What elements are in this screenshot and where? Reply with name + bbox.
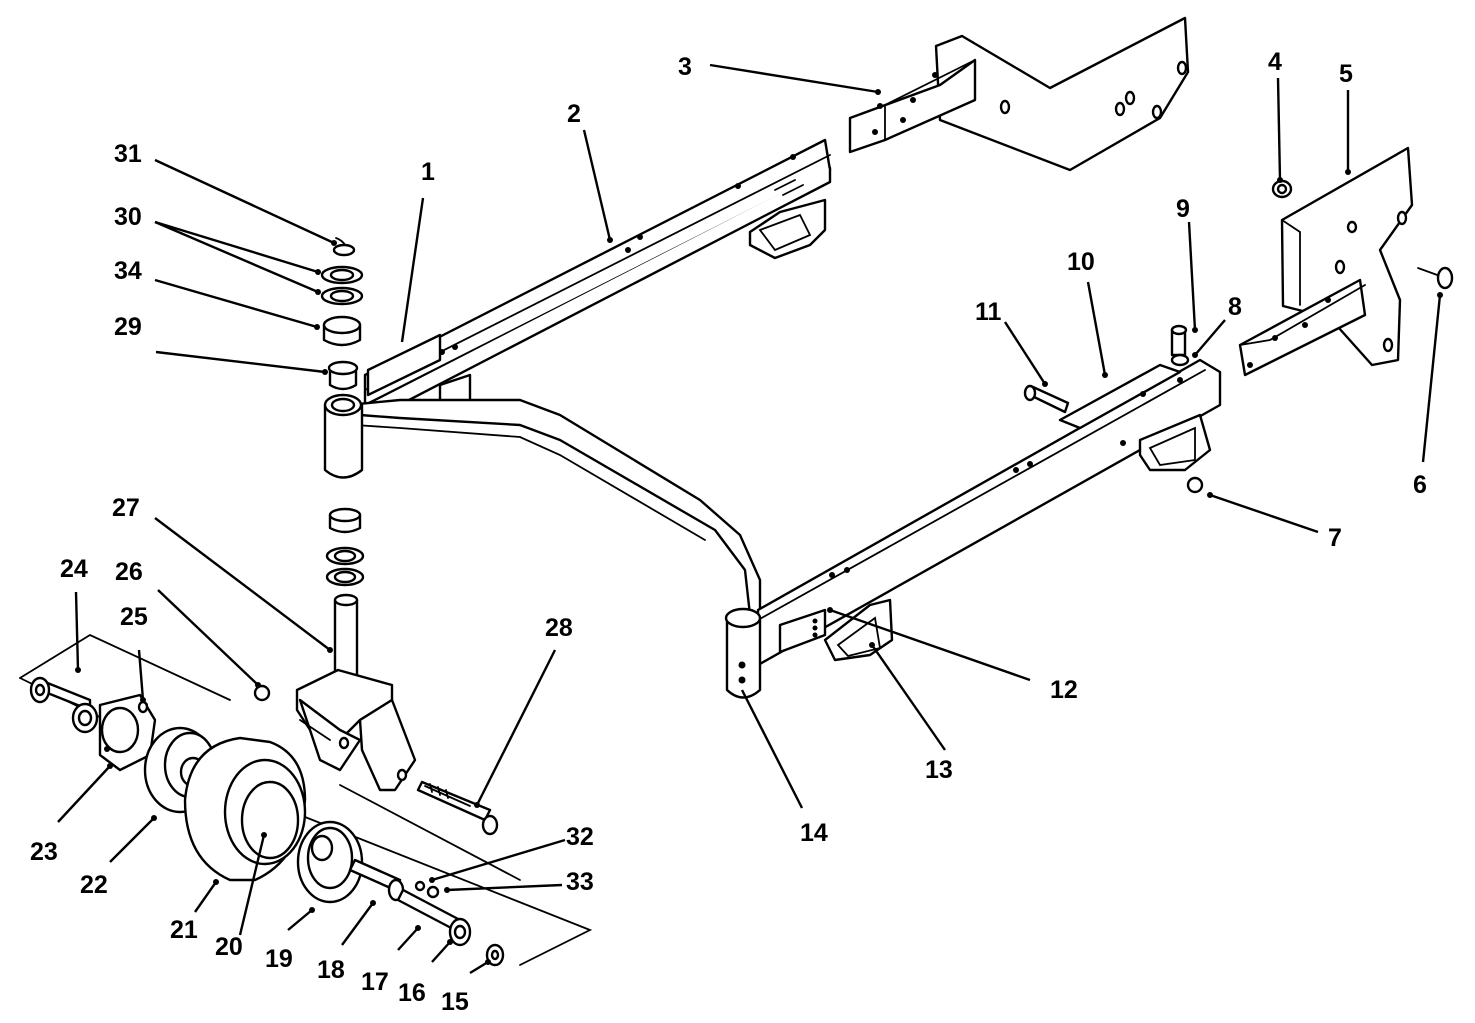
- callout-26: 26: [115, 558, 143, 586]
- callout-34: 34: [114, 257, 142, 285]
- callout-15: 15: [441, 988, 469, 1016]
- bolt-part-6: [1417, 266, 1454, 290]
- front-pivot-tube: [724, 607, 762, 699]
- callout-32: 32: [566, 823, 594, 851]
- callout-33: 33: [566, 868, 594, 896]
- right-mounting-bracket: [1238, 146, 1414, 377]
- main-frame-arm: [346, 398, 762, 620]
- wheel-rim-half-right: [296, 820, 364, 904]
- callout-8: 8: [1228, 293, 1242, 321]
- callout-13: 13: [925, 756, 953, 784]
- callout-21: 21: [170, 916, 198, 944]
- callout-24: 24: [60, 555, 88, 583]
- callout-4: 4: [1268, 48, 1282, 76]
- callout-1: 1: [421, 158, 435, 186]
- upper-bearing-stack: [320, 237, 364, 391]
- callout-20: 20: [215, 933, 243, 961]
- callout-17: 17: [361, 968, 389, 996]
- wheel-assembly-plane: [19, 633, 593, 966]
- tire: [183, 736, 307, 882]
- callout-9: 9: [1176, 195, 1190, 223]
- hardware-parts-7-to-11: [1023, 324, 1204, 494]
- callout-labels: 1 2 3 4 5 6 7 8 9 10 11 12 13 14 15 16 1…: [30, 48, 1427, 1016]
- callout-11: 11: [975, 298, 1002, 326]
- callout-10: 10: [1067, 248, 1095, 276]
- callout-23: 23: [30, 838, 58, 866]
- leader-lines: [57, 63, 1443, 975]
- callout-31: 31: [114, 140, 142, 168]
- callout-19: 19: [265, 945, 293, 973]
- callout-30: 30: [114, 203, 142, 231]
- callout-5: 5: [1339, 60, 1353, 88]
- callout-2: 2: [567, 100, 581, 128]
- hub-parts-left: [29, 676, 157, 772]
- lower-bearing-stack: [325, 507, 365, 587]
- callout-14: 14: [800, 819, 828, 847]
- callout-22: 22: [80, 871, 108, 899]
- callout-7: 7: [1328, 524, 1342, 552]
- rear-crossbar: [363, 138, 832, 417]
- callout-27: 27: [112, 494, 140, 522]
- callout-3: 3: [678, 53, 692, 81]
- callout-12: 12: [1050, 676, 1078, 704]
- callout-25: 25: [120, 603, 148, 631]
- axle-bolt: [416, 780, 499, 836]
- callout-29: 29: [114, 313, 142, 341]
- caster-fork: [295, 593, 417, 792]
- axle-parts-right: [348, 858, 505, 967]
- callout-28: 28: [545, 614, 573, 642]
- callout-18: 18: [317, 956, 345, 984]
- nut-part-4: [1271, 179, 1293, 199]
- callout-16: 16: [398, 979, 426, 1007]
- left-mounting-bracket: [848, 16, 1190, 172]
- callout-6: 6: [1413, 471, 1427, 499]
- caster-pivot-tube: [323, 393, 364, 479]
- front-crossbar: [756, 358, 1222, 667]
- nut-part-26: [253, 684, 271, 702]
